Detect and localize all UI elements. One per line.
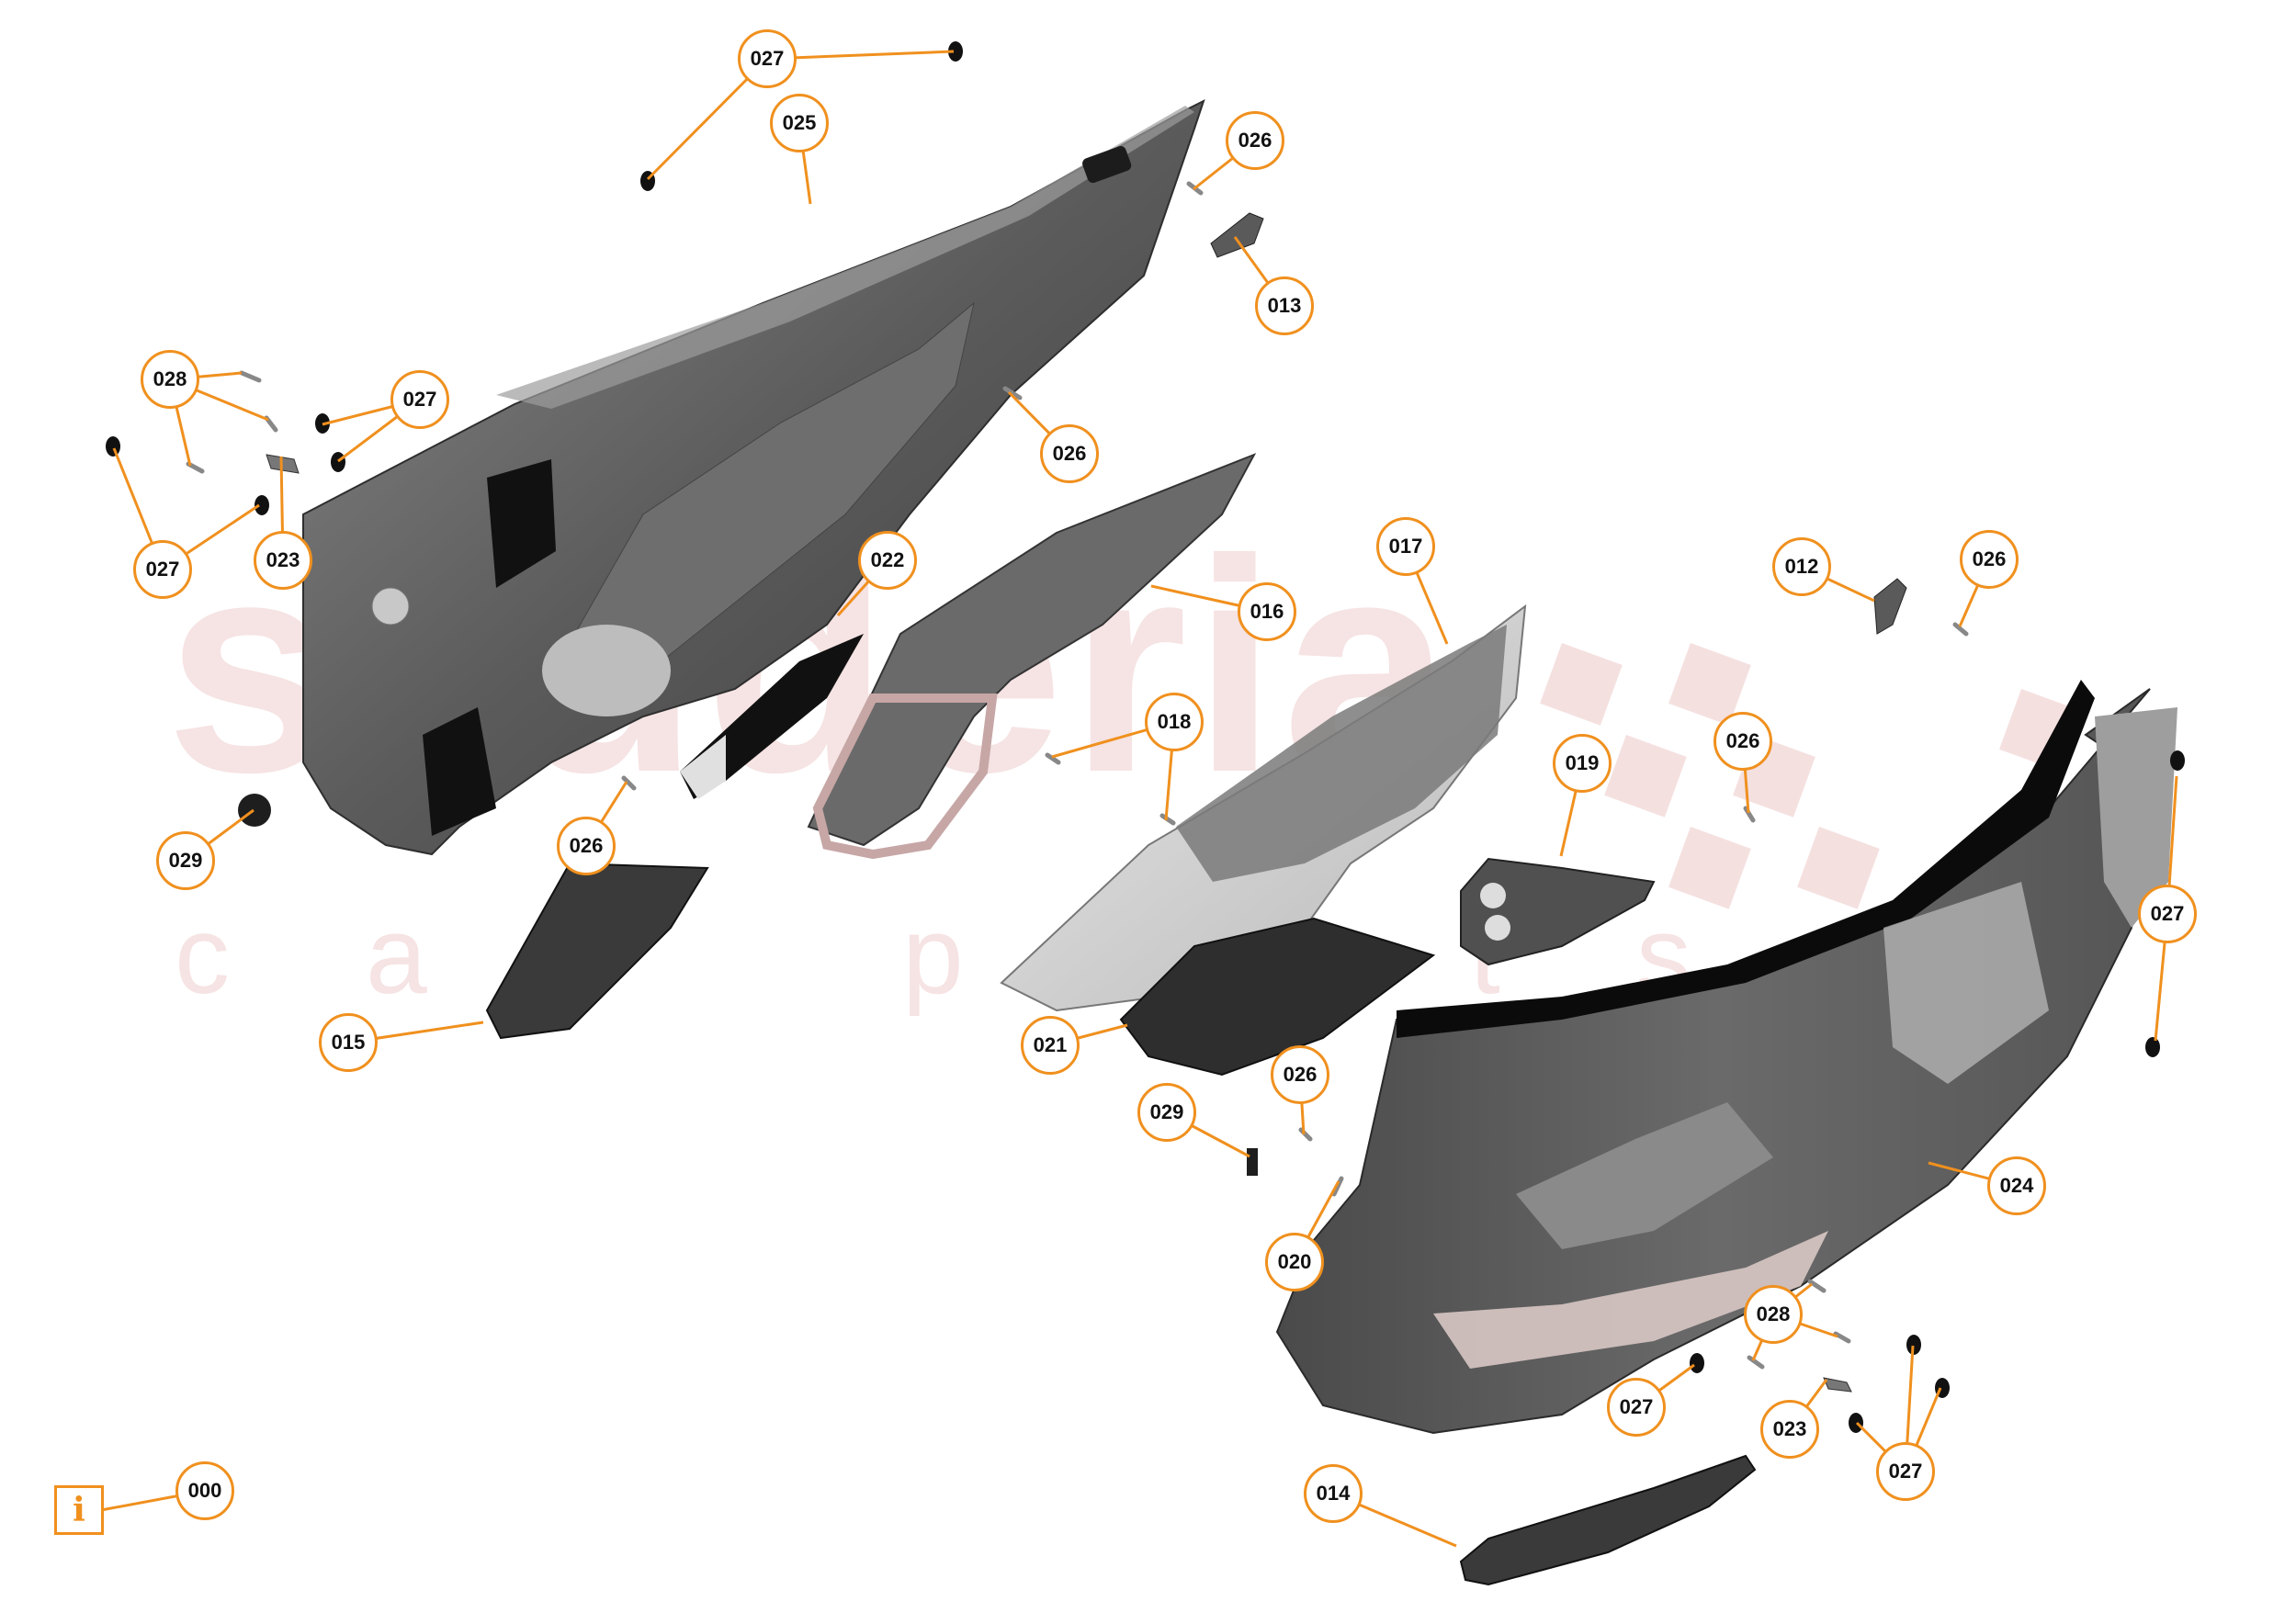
callout-021[interactable]: 021 bbox=[1021, 1016, 1080, 1075]
callout-025[interactable]: 025 bbox=[770, 94, 829, 152]
part-021-panel bbox=[1119, 917, 1436, 1077]
leader-line bbox=[766, 50, 955, 61]
callout-026[interactable]: 026 bbox=[1960, 530, 2019, 589]
callout-015[interactable]: 015 bbox=[319, 1013, 378, 1072]
callout-026[interactable]: 026 bbox=[1271, 1045, 1329, 1104]
callout-026[interactable]: 026 bbox=[557, 817, 616, 875]
callout-027[interactable]: 027 bbox=[1607, 1378, 1666, 1437]
callout-022[interactable]: 022 bbox=[858, 531, 917, 590]
part-013-bracket bbox=[1210, 212, 1264, 258]
callout-018[interactable]: 018 bbox=[1145, 693, 1204, 751]
callout-028[interactable]: 028 bbox=[141, 350, 199, 409]
callout-023[interactable]: 023 bbox=[254, 531, 312, 590]
callout-019[interactable]: 019 bbox=[1553, 734, 1612, 793]
info-icon[interactable]: i bbox=[54, 1485, 104, 1535]
callout-000[interactable]: 000 bbox=[175, 1461, 234, 1520]
callout-013[interactable]: 013 bbox=[1255, 276, 1314, 335]
callout-028[interactable]: 028 bbox=[1744, 1285, 1803, 1344]
callout-024[interactable]: 024 bbox=[1987, 1156, 2046, 1215]
callout-029[interactable]: 029 bbox=[1137, 1083, 1196, 1142]
callout-027[interactable]: 027 bbox=[2138, 885, 2197, 943]
part-024-door-panel bbox=[1275, 680, 2177, 1435]
part-019-bezel bbox=[1460, 857, 1656, 966]
callout-012[interactable]: 012 bbox=[1772, 537, 1831, 596]
callout-026[interactable]: 026 bbox=[1226, 111, 1284, 170]
callout-017[interactable]: 017 bbox=[1376, 517, 1435, 576]
callout-027[interactable]: 027 bbox=[738, 29, 797, 88]
callout-026[interactable]: 026 bbox=[1040, 424, 1099, 483]
callout-027[interactable]: 027 bbox=[1876, 1442, 1935, 1501]
callout-014[interactable]: 014 bbox=[1304, 1464, 1363, 1523]
callout-016[interactable]: 016 bbox=[1238, 582, 1296, 641]
plug-029 bbox=[238, 794, 271, 827]
screws bbox=[186, 181, 1969, 1370]
callout-029[interactable]: 029 bbox=[156, 831, 215, 890]
part-025-door-panel bbox=[302, 99, 1205, 856]
part-012-bracket bbox=[1873, 578, 1907, 635]
callout-020[interactable]: 020 bbox=[1265, 1233, 1324, 1291]
callout-027[interactable]: 027 bbox=[133, 540, 192, 599]
callout-023[interactable]: 023 bbox=[1760, 1400, 1819, 1459]
callout-026[interactable]: 026 bbox=[1714, 712, 1772, 771]
callout-027[interactable]: 027 bbox=[390, 370, 449, 429]
part-016-panel bbox=[807, 453, 1257, 860]
part-014-panel bbox=[1459, 1454, 1757, 1586]
clip-023 bbox=[1823, 1377, 1852, 1393]
